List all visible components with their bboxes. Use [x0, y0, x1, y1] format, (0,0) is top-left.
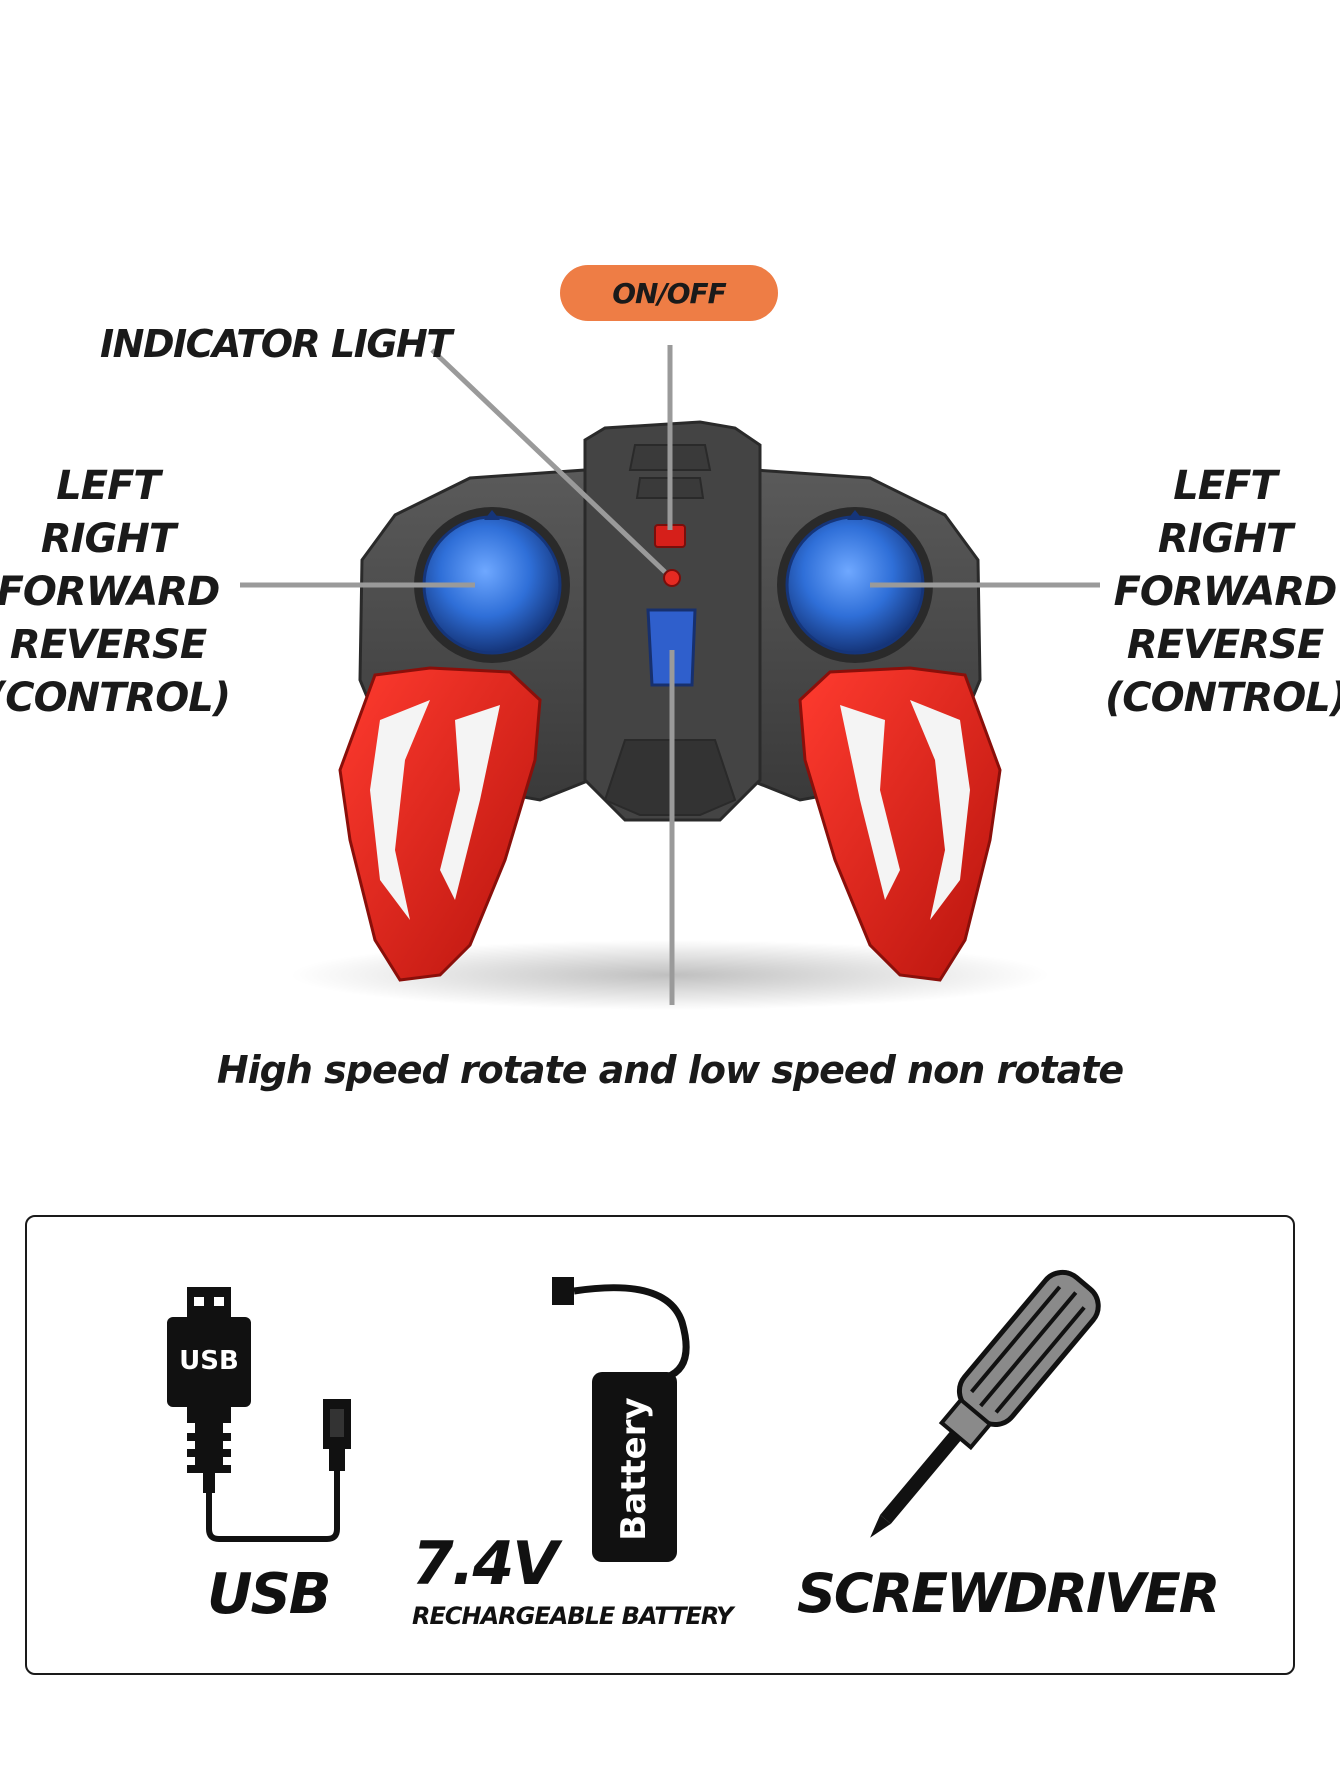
left-grip [338, 666, 542, 982]
right-stick-label-line: (CONTROL) [1105, 675, 1340, 721]
usb-icon-text: USB [179, 1346, 239, 1376]
right-grip-cutout-2 [840, 705, 900, 900]
right-stick-label-line: LEFT [1173, 463, 1277, 509]
right-grip [798, 666, 1002, 982]
right-stick-label-line: FORWARD [1113, 569, 1338, 615]
battery-voltage: 7.4V [412, 1529, 559, 1599]
left-joystick-notch [484, 510, 500, 520]
left-stick-label-line: LEFT [56, 463, 160, 509]
indicator-light-label: INDICATOR LIGHT [100, 322, 452, 366]
indicator-led [663, 569, 681, 587]
usb-label: USB [207, 1562, 331, 1627]
on-off-label: ON/OFF [612, 276, 727, 310]
left-stick-label-line: REVERSE [9, 622, 207, 668]
battery-label: RECHARGEABLE BATTERY [412, 1602, 734, 1630]
usb-cable-icon: USB [167, 1287, 351, 1542]
left-grip-cutout-1 [370, 700, 430, 920]
leader-indicator [430, 348, 667, 574]
screwdriver-label: SCREWDRIVER [797, 1562, 1220, 1625]
accessories-illustrations: USB Battery [167, 1269, 1101, 1562]
left-stick-labels: LEFT RIGHT FORWARD REVERSE (CONTROL) [0, 460, 231, 725]
right-stick-label-line: RIGHT [1157, 516, 1293, 562]
battery-icon: Battery [552, 1277, 690, 1562]
right-stick-label-line: REVERSE [1126, 622, 1324, 668]
right-stick-labels: LEFT RIGHT FORWARD REVERSE (CONTROL) [1105, 460, 1340, 725]
screwdriver-icon [870, 1269, 1101, 1538]
left-grip-cutout-2 [440, 705, 500, 900]
right-grip-cutout-1 [910, 700, 970, 920]
accessories-box: USB Battery [25, 1215, 1295, 1675]
on-off-badge: ON/OFF [560, 265, 778, 321]
speed-caption: High speed rotate and low speed non rota… [216, 1048, 1124, 1092]
left-stick-label-line: (CONTROL) [0, 675, 231, 721]
speed-mode-button [646, 608, 697, 687]
right-joystick-notch [847, 510, 863, 520]
left-stick-label-line: FORWARD [0, 569, 220, 615]
left-stick-label-line: RIGHT [40, 516, 176, 562]
battery-icon-text: Battery [614, 1397, 654, 1540]
